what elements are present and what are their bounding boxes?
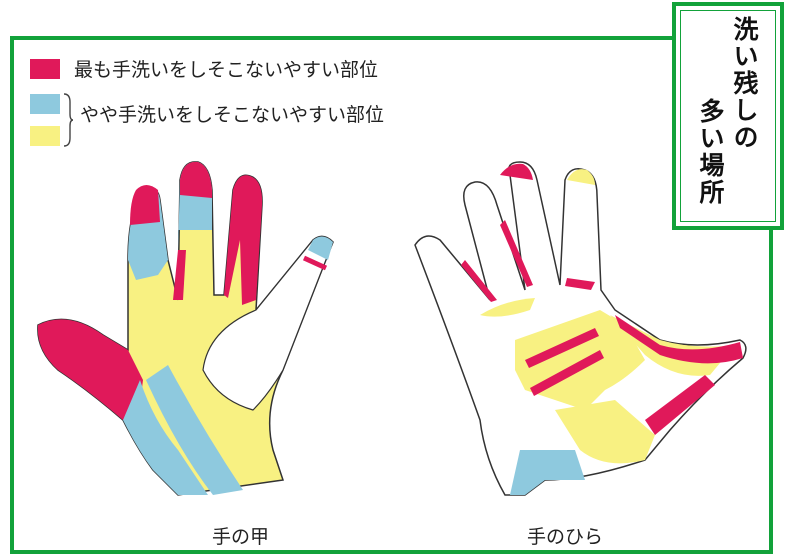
legend-most: 最も手洗いをしそこないやすい部位 <box>30 55 378 82</box>
back-hand-label: 手の甲 <box>212 522 269 549</box>
legend-yellow-swatch <box>30 126 60 146</box>
legend-most-label: 最も手洗いをしそこないやすい部位 <box>74 55 378 82</box>
palm-diagram <box>405 150 755 510</box>
back-thumb-red <box>38 319 143 420</box>
back-index-red-tip <box>130 185 160 225</box>
back-ring-red <box>224 175 262 305</box>
legend-somewhat-label: やや手洗いをしそこないやすい部位 <box>80 100 384 127</box>
palm-wrist-blue <box>510 450 585 495</box>
palm-hand-label: 手のひら <box>527 522 603 549</box>
legend-brace <box>62 92 74 148</box>
legend-blue-swatch <box>30 94 60 114</box>
title-line-1: 洗い残しの <box>732 16 757 151</box>
legend-red-swatch <box>30 59 60 79</box>
back-of-hand-diagram <box>28 150 338 510</box>
back-middle-red-tip <box>180 162 212 198</box>
